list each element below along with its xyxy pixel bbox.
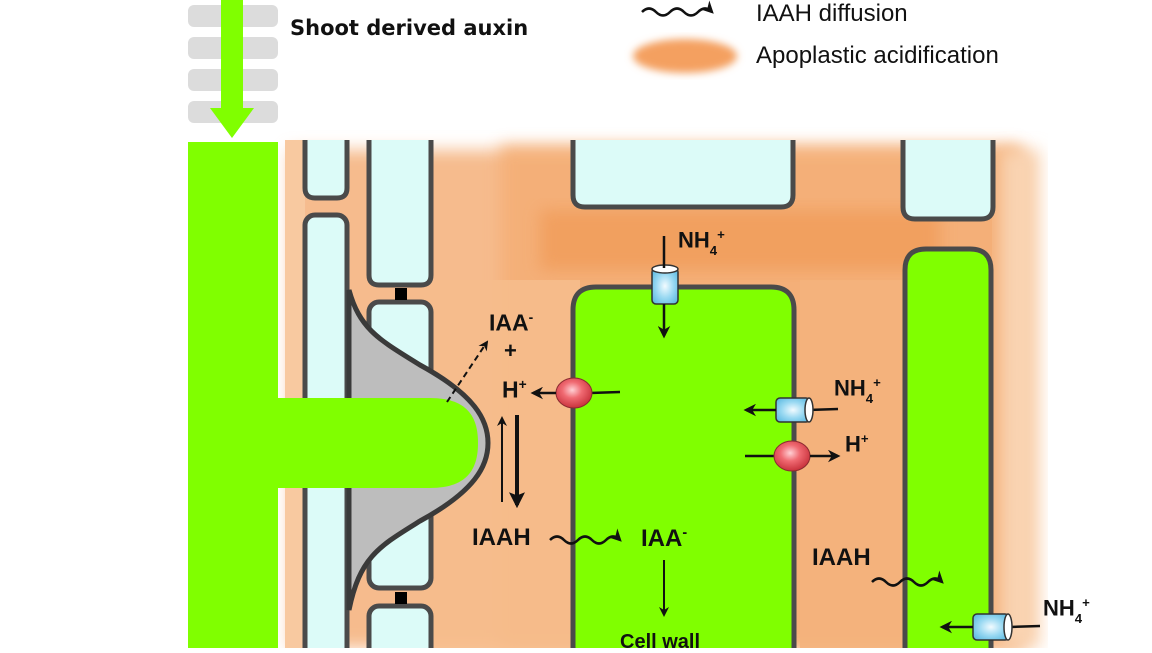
label-iaah-right: IAAH bbox=[812, 544, 871, 571]
label-charge: + bbox=[717, 227, 725, 242]
label-nh4-top: NH4+ bbox=[678, 227, 725, 258]
nh4-channel-mid bbox=[743, 397, 839, 423]
label-h-plus-right: H+ bbox=[845, 432, 869, 455]
label-text: H bbox=[845, 431, 861, 457]
iaah-diffusion-arrow-center bbox=[549, 528, 622, 545]
auxin-flow-arrow bbox=[210, 0, 254, 138]
label-nh4-mid: NH4+ bbox=[834, 375, 881, 406]
label-charge: + bbox=[1082, 595, 1090, 610]
label-text: IAA bbox=[641, 525, 683, 552]
label-text: NH bbox=[678, 227, 710, 253]
lateral-root-primordium bbox=[278, 289, 491, 611]
label-nh4-bottom: NH4+ bbox=[1043, 595, 1090, 626]
legend bbox=[633, 0, 737, 73]
label-text: NH bbox=[834, 375, 866, 401]
nh4-channel-top bbox=[651, 236, 679, 339]
h-pump-left bbox=[530, 377, 621, 409]
label-subscript: 4 bbox=[865, 390, 874, 406]
nh4-channel-bottom bbox=[939, 613, 1041, 641]
green-cells bbox=[570, 246, 994, 653]
label-plus: + bbox=[504, 338, 517, 363]
label-text: IAA bbox=[489, 309, 529, 336]
label-subscript: 4 bbox=[1074, 610, 1083, 626]
legend-label-apoplastic-acidification: Apoplastic acidification bbox=[756, 42, 999, 69]
label-subscript: 4 bbox=[709, 242, 718, 258]
label-iaah-left: IAAH bbox=[472, 524, 531, 551]
legend-orange-smudge-icon bbox=[633, 39, 737, 73]
label-charge: - bbox=[682, 525, 688, 541]
label-iaa-minus-top: IAA- bbox=[489, 311, 533, 335]
label-text: H bbox=[502, 376, 519, 403]
title-shoot-derived-auxin: Shoot derived auxin bbox=[290, 16, 529, 40]
plasmodesma bbox=[395, 592, 407, 604]
iaa-efflux-dashed-arrow bbox=[446, 340, 489, 403]
legend-label-iaah-diffusion: IAAH diffusion bbox=[756, 0, 908, 27]
label-charge: + bbox=[873, 375, 881, 390]
label-iaa-minus-center: IAA- bbox=[641, 526, 687, 551]
label-charge: + bbox=[518, 377, 527, 392]
plasmodesma bbox=[395, 288, 407, 300]
label-text: NH bbox=[1043, 595, 1075, 621]
h-pump-right bbox=[745, 440, 841, 472]
legend-wavy-arrow-icon bbox=[641, 0, 714, 17]
label-h-plus-left: H+ bbox=[502, 378, 527, 402]
label-charge: - bbox=[528, 310, 534, 325]
label-charge: + bbox=[860, 431, 869, 446]
label-cell-wall: Cell wall bbox=[620, 631, 701, 653]
iaah-diffusion-arrow-right bbox=[871, 570, 944, 587]
